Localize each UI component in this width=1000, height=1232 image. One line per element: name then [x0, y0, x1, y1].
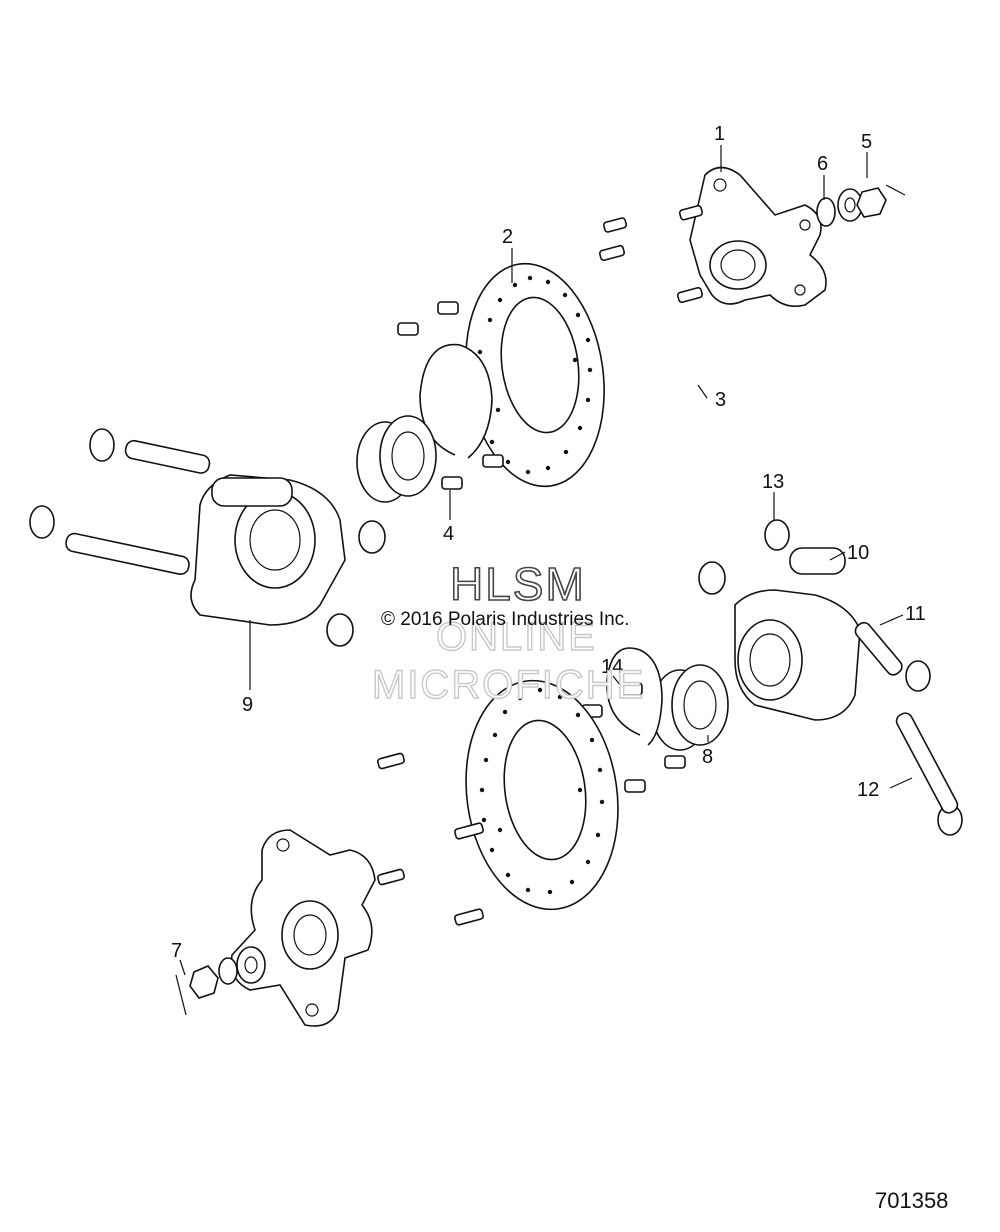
upper-washer [816, 188, 863, 227]
upper-pins [65, 439, 211, 576]
lower-bushings [698, 519, 963, 836]
callout-3: 3 [715, 389, 726, 411]
callout-7: 7 [171, 940, 182, 962]
callout-12: 12 [857, 779, 879, 801]
watermark-brand: HLSM [450, 558, 586, 610]
callout-6: 6 [817, 153, 828, 175]
upper-bushings [29, 428, 386, 647]
callout-11: 11 [905, 603, 926, 625]
callout-1: 1 [714, 123, 725, 145]
lower-washer [218, 946, 266, 985]
lower-knuckle [734, 547, 861, 721]
lower-wheel-hub [230, 829, 376, 1027]
watermark-online: ONLINE [436, 615, 597, 659]
upper-knuckle [190, 474, 346, 626]
lower-castle-nut [175, 965, 219, 1016]
callout-10: 10 [847, 542, 869, 564]
callout-13: 13 [762, 471, 784, 493]
lower-bearing [651, 664, 729, 751]
callout-2: 2 [502, 226, 513, 248]
callout-5: 5 [861, 131, 872, 153]
upper-studs [598, 204, 704, 304]
upper-snap-ring [419, 343, 493, 459]
drawing-number: 701358 [875, 1188, 948, 1213]
callout-4: 4 [443, 523, 454, 545]
lower-pins [854, 621, 959, 814]
upper-bearing [356, 415, 437, 503]
leader-lines [179, 145, 913, 976]
upper-wheel-hub [689, 166, 827, 308]
lower-studs [377, 752, 484, 926]
lower-snap-ring [606, 647, 663, 746]
watermark-microfiche: MICROFICHE [372, 663, 645, 707]
lower-brake-disc [465, 679, 619, 911]
callout-14: 14 [601, 656, 623, 678]
upper-castle-nut [856, 184, 906, 218]
callout-8: 8 [702, 746, 713, 768]
callout-9: 9 [242, 694, 253, 716]
watermark-copyright: © 2016 Polaris Industries Inc. [381, 609, 629, 630]
upper-caliper-bolts [397, 301, 504, 490]
